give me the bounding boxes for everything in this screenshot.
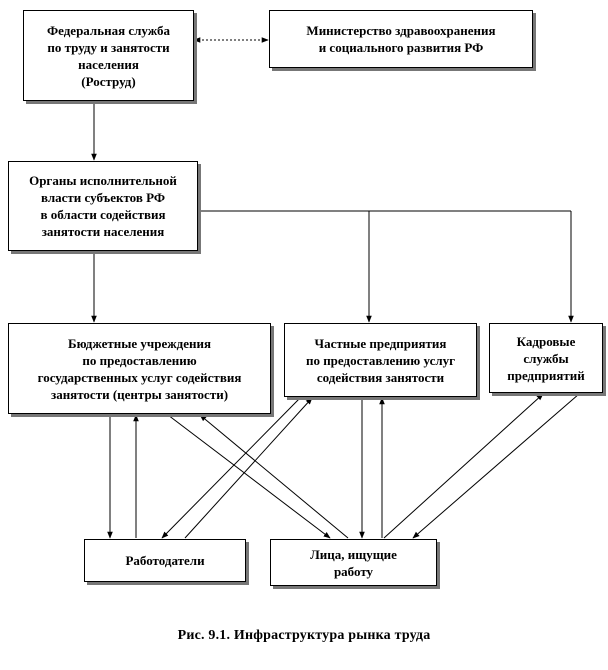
node-regional: Органы исполнительной власти субъектов Р… [8, 161, 198, 251]
arrow-employers-private [184, 397, 313, 539]
node-employers: Работодатели [84, 539, 246, 582]
arrow-seekers-hr [383, 393, 544, 539]
node-rostrud-line-2: по труду и занятости [47, 39, 170, 55]
arrow-budget-seekers [167, 414, 331, 539]
node-budget-line-3: государственных услуг содействия [37, 369, 242, 385]
node-ministry: Министерство здравоохранения и социально… [269, 10, 533, 68]
node-employers-line-1: Работодатели [125, 553, 205, 568]
node-rostrud: Федеральная служба по труду и занятости … [23, 10, 194, 101]
node-hr-line-1: Кадровые [516, 333, 576, 349]
node-rostrud-line-3: населения [78, 56, 139, 72]
node-hr: Кадровые службы предприятий [489, 323, 603, 393]
node-private: Частные предприятия по предоставлению ус… [284, 323, 477, 397]
node-private-line-1: Частные предприятия [314, 335, 447, 351]
node-regional-line-2: власти субъектов РФ [40, 190, 166, 205]
node-budget: Бюджетные учреждения по предоставлению г… [8, 323, 271, 414]
node-private-line-3: содействия занятости [316, 369, 445, 385]
node-budget-line-4: занятости (центры занятости) [50, 386, 229, 402]
node-budget-line-2: по предоставлению [82, 352, 197, 368]
node-seekers: Лица, ищущие работу [270, 539, 437, 586]
figure-caption: Рис. 9.1. Инфраструктура рынка труда [177, 628, 431, 643]
arrow-private-employers [161, 397, 301, 539]
node-seekers-line-1: Лица, ищущие [310, 546, 397, 562]
node-hr-line-3: предприятий [507, 367, 585, 383]
node-rostrud-line-1: Федеральная служба [46, 22, 171, 38]
node-hr-line-2: службы [523, 350, 569, 366]
node-budget-line-1: Бюджетные учреждения [67, 335, 212, 351]
node-seekers-line-2: работу [333, 563, 374, 579]
node-ministry-line-1: Министерство здравоохранения [306, 23, 496, 38]
node-regional-line-1: Органы исполнительной [29, 173, 177, 188]
node-private-line-2: по предоставлению услуг [305, 352, 456, 368]
node-rostrud-line-4: (Роструд) [81, 73, 136, 89]
node-ministry-line-2: и социального развития РФ [318, 40, 484, 55]
node-regional-line-3: в области содействия [40, 207, 166, 222]
node-regional-line-4: занятости населения [41, 224, 165, 239]
arrow-seekers-budget [199, 414, 349, 539]
arrow-hr-seekers [412, 393, 580, 539]
